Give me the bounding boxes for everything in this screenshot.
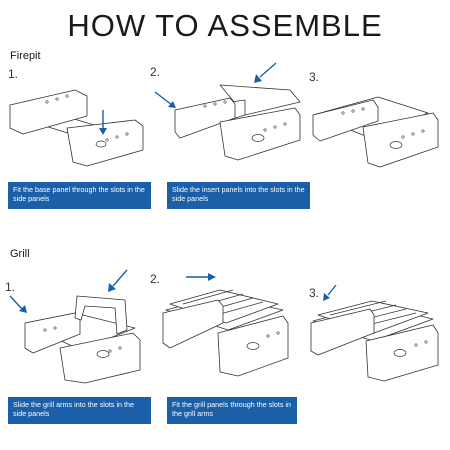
firepit-step-2-caption: Slide the insert panels into the slots i… bbox=[167, 182, 310, 209]
firepit-step-2-illustration bbox=[154, 62, 301, 161]
grill-step-1-number: 1. bbox=[5, 280, 16, 294]
firepit-step-1-caption: Fit the base panel through the slots in … bbox=[8, 182, 151, 209]
firepit-step-3-illustration bbox=[312, 96, 439, 168]
firepit-step-2-number: 2. bbox=[150, 65, 161, 79]
firepit-heading: Firepit bbox=[10, 50, 41, 62]
grill-step-2-number: 2. bbox=[150, 272, 161, 286]
grill-step-2-illustration bbox=[162, 273, 289, 377]
firepit-step-1-illustration bbox=[9, 89, 144, 167]
grill-heading: Grill bbox=[10, 248, 30, 260]
grill-step-1-caption: Slide the grill arms into the slots in t… bbox=[8, 397, 151, 424]
firepit-step-3-number: 3. bbox=[309, 70, 320, 84]
firepit-step-1-number: 1. bbox=[8, 67, 19, 81]
grill-step-2-caption: Fit the grill panels through the slots i… bbox=[167, 397, 297, 424]
grill-step-3-illustration bbox=[310, 284, 439, 382]
grill-step-1-illustration bbox=[9, 269, 141, 384]
page-title: HOW TO ASSEMBLE bbox=[67, 8, 383, 43]
grill-step-3-number: 3. bbox=[309, 286, 320, 300]
